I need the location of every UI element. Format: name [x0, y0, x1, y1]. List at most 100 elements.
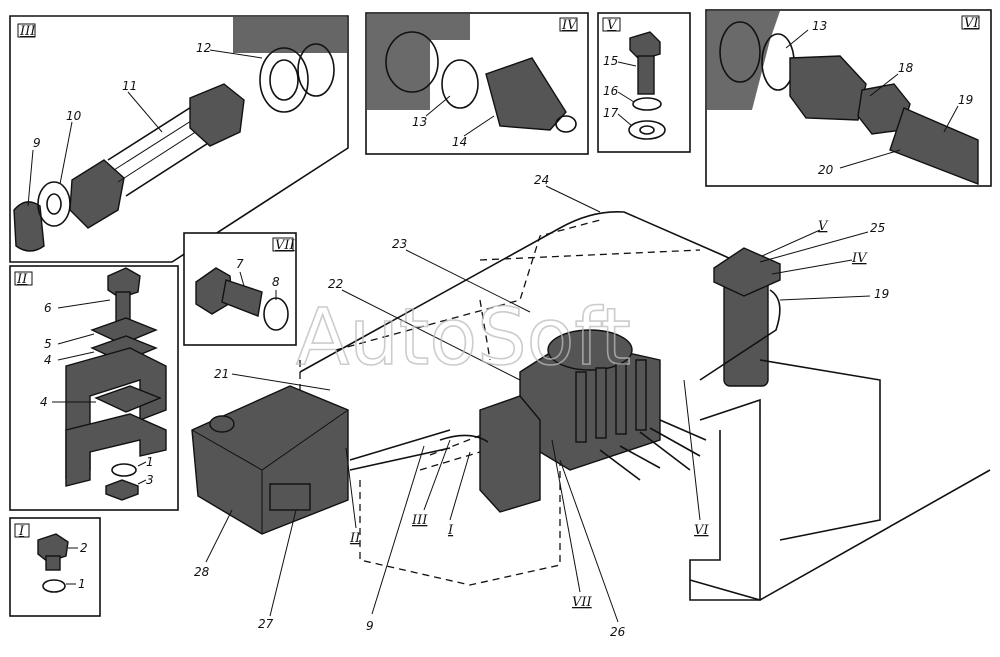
bolt-head [629, 31, 661, 61]
bolt-ii-head [107, 267, 141, 299]
inset-vi-callout-20: 20 [818, 163, 834, 177]
main-callout-28: 28 [194, 565, 210, 579]
leader-17 [617, 113, 633, 127]
leader-ref-vi [683, 379, 701, 521]
main-ref-iv: IV [851, 251, 868, 266]
leader-6 [57, 299, 111, 309]
leader-27 [269, 509, 297, 617]
inset-vii-label-box [272, 237, 294, 252]
hex-nut [69, 159, 125, 229]
inset-vii-callout-7: 7 [236, 257, 244, 271]
inset-iv-callout-14: 14 [452, 135, 467, 149]
plate-5 [90, 317, 158, 345]
flat-washer-hole [639, 125, 655, 135]
housing-block [367, 14, 470, 110]
frame-lower [689, 469, 991, 601]
pump-section [635, 359, 647, 431]
leader-4a [57, 351, 95, 361]
inset-iii-callout-9: 9 [33, 136, 41, 150]
filter-housing [707, 11, 780, 110]
inset-iii-label-box [17, 23, 36, 38]
inset-iii-callout-10: 10 [66, 109, 82, 123]
leader-24 [545, 185, 601, 213]
watermark: AutoSoft [296, 293, 631, 383]
inset-vi-label-box [961, 15, 980, 30]
inset-vi-label: VI [964, 16, 979, 31]
inset-v: V 15 16 17 [597, 12, 691, 153]
inset-iii: III 9 10 11 12 [9, 15, 349, 263]
leader-19 [779, 295, 871, 301]
main-callout-26: 26 [610, 625, 626, 639]
pump-sections [575, 359, 647, 443]
leader-22 [341, 289, 521, 381]
inset-ii-callout-4b: 4 [40, 395, 48, 409]
main-ref-v: V [818, 219, 829, 234]
leader-11 [127, 91, 163, 133]
inset-vii: VII 7 8 [183, 232, 297, 346]
leader-ref-vii [551, 439, 581, 593]
pad-4b [94, 385, 162, 413]
filter-outlet-line [699, 289, 781, 381]
inset-v-callout-15: 15 [603, 54, 618, 68]
inset-ii-callout-3: 3 [146, 473, 154, 487]
main-ref-vii: VII [572, 595, 593, 610]
main-callouts: 24 23 22 21 25 19 28 27 9 26 V IV II III… [194, 173, 889, 639]
inset-v-label: V [607, 18, 618, 33]
main-callout-19: 19 [874, 287, 889, 301]
fuel-tank-cap [209, 415, 235, 433]
housing-port [719, 21, 761, 83]
pump-section [595, 367, 607, 439]
nut-3 [105, 479, 139, 501]
main-ref-iii: III [411, 513, 428, 528]
leader-9-main [371, 445, 425, 615]
leader-21 [231, 373, 331, 391]
pipe-hatch-2 [117, 123, 209, 183]
inset-ii-callout-1: 1 [146, 455, 154, 469]
banjo-outlet [555, 115, 577, 133]
pump-section [575, 371, 587, 443]
leader-5 [57, 333, 95, 345]
leader-25 [759, 231, 869, 263]
leader-1-ii [137, 461, 147, 467]
leader-23 [405, 249, 531, 313]
inset-vi-callout-13: 13 [812, 19, 827, 33]
flat-washer [628, 120, 666, 140]
leader-19a [943, 105, 959, 133]
housing-wall [233, 17, 347, 53]
frame-rail [689, 398, 761, 601]
lock-washer-ii [111, 463, 137, 477]
bolt-i-thread [45, 555, 61, 571]
port-ring [297, 43, 335, 97]
leader-ref-iv [771, 259, 853, 275]
tank-fittings [269, 483, 311, 511]
pump-governor [547, 329, 633, 371]
leader-12 [209, 49, 263, 59]
leader-28 [205, 509, 233, 563]
main-callout-9: 9 [366, 619, 374, 633]
inset-ii-callout-5: 5 [44, 337, 52, 351]
main-callout-23: 23 [392, 237, 407, 251]
main-callout-25: 25 [870, 221, 885, 235]
inset-iii-label: III [19, 24, 36, 39]
leader-ref-v [761, 229, 821, 257]
inset-iii-callout-11: 11 [122, 79, 137, 93]
main-callout-21: 21 [214, 367, 229, 381]
leader-14 [463, 115, 495, 137]
leader-26 [559, 459, 619, 623]
leader-18 [869, 73, 899, 97]
main-ref-ii: II [349, 531, 361, 546]
fuel-filter-head [713, 247, 781, 297]
inset-v-callout-16: 16 [603, 84, 619, 98]
leader-ref-ii [345, 447, 357, 529]
inset-ii-callout-6: 6 [44, 301, 52, 315]
inset-i-callout-1: 1 [78, 577, 86, 591]
leader-15 [617, 61, 637, 67]
inset-ii-callout-4a: 4 [44, 353, 52, 367]
inset-ii-label: II [16, 272, 28, 287]
feed-pump [479, 395, 541, 513]
gasket-outer [259, 47, 309, 113]
gasket-inner [269, 59, 299, 101]
leader-9 [27, 149, 34, 207]
fuel-tank [191, 385, 349, 535]
pipe-hatch-1 [113, 113, 203, 171]
